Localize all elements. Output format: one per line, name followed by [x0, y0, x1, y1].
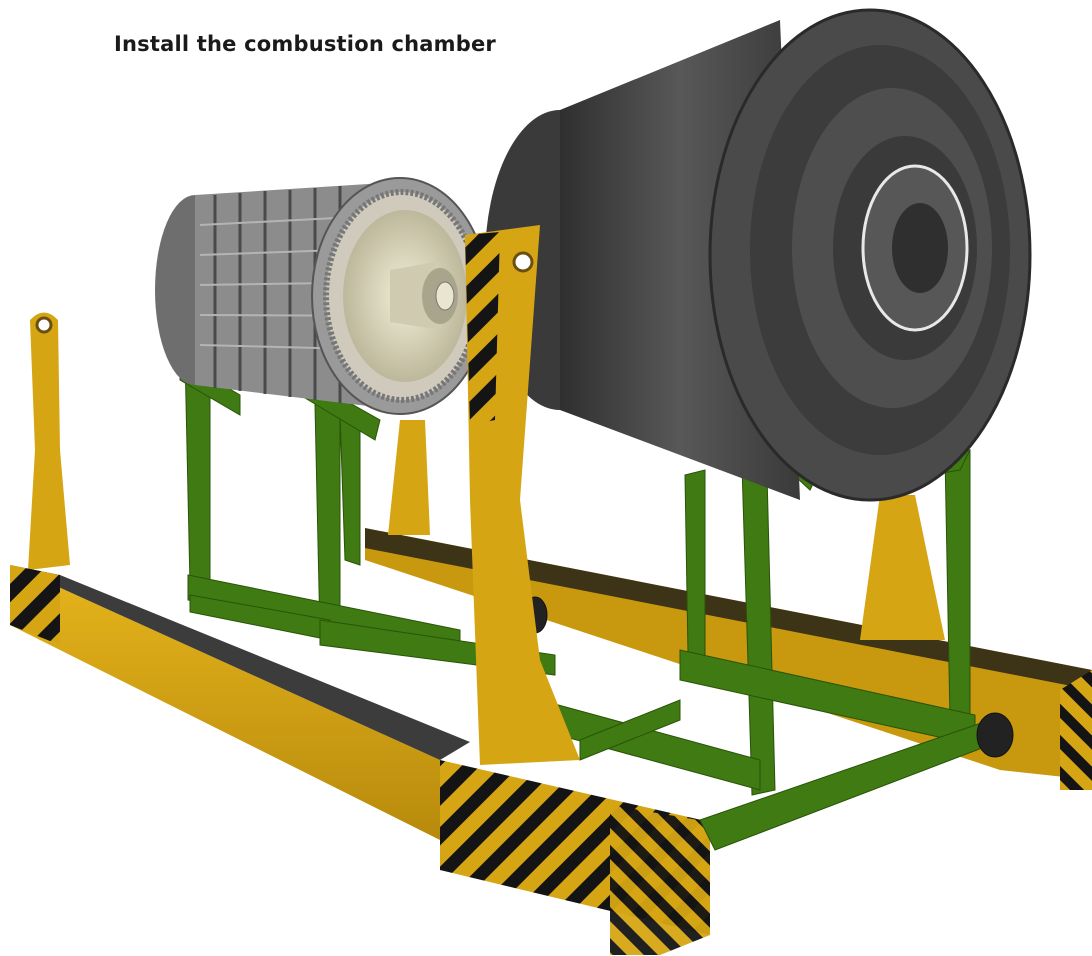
lifting-lug-left: [28, 312, 70, 570]
skid-rail-front: [10, 565, 710, 955]
combustion-chamber-module[interactable]: [155, 177, 489, 415]
lifting-lug-center: [465, 225, 580, 765]
turbine-casing[interactable]: [485, 8, 1032, 502]
rear-gusset-supports: [388, 420, 945, 640]
instruction-title: Install the combustion chamber: [114, 32, 496, 56]
